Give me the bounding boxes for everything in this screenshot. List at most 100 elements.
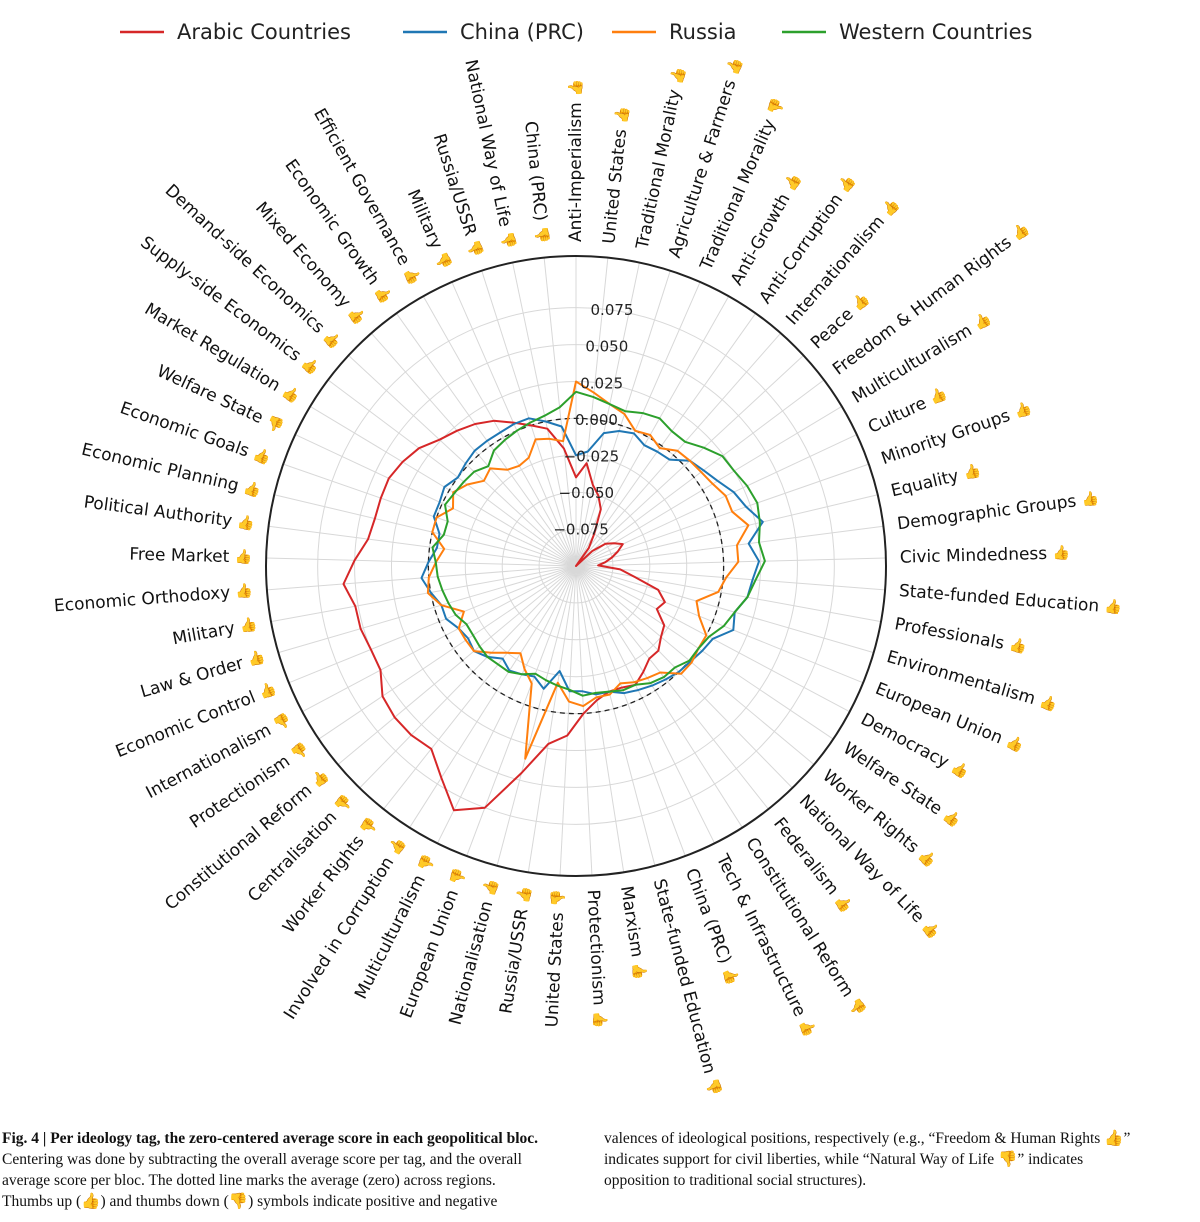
thumbs-up-icon: 👍 — [948, 758, 971, 781]
thumbs-up-icon: 👍 — [234, 548, 252, 565]
thumbs-down-icon: 👎 — [415, 852, 438, 875]
category-label: State-funded Education 👍 — [898, 581, 1122, 618]
legend-label: Arabic Countries — [177, 20, 351, 44]
thumbs-up-icon: 👍 — [940, 807, 964, 831]
category-label: Marxism 👍 — [616, 885, 650, 982]
thumbs-up-icon: 👍 — [1012, 399, 1034, 421]
category-label-text: Multiculturalism — [849, 318, 981, 408]
thumbs-up-icon: 👍 — [238, 615, 258, 635]
series-layer — [342, 380, 766, 812]
thumbs-up-icon: 👍 — [613, 106, 632, 125]
category-label-text: Culture — [865, 391, 934, 438]
thumbs-down-icon: 👎 — [465, 238, 486, 260]
grid-spoke — [436, 565, 577, 844]
category-label-group: Political Authority 👍 — [83, 492, 256, 534]
thumbs-up-icon: 👍 — [668, 66, 688, 87]
category-label-text: Economic Orthodoxy — [53, 582, 236, 616]
legend-label: China (PRC) — [460, 20, 584, 44]
grid-spoke — [274, 494, 577, 567]
grid-ring — [317, 307, 835, 825]
grid-spoke — [337, 565, 577, 765]
thumbs-up-icon: 👍 — [1052, 544, 1070, 561]
radial-tick-label: −0.075 — [553, 521, 609, 539]
category-label-group: China (PRC) 👎 — [520, 120, 553, 245]
thumbs-up-icon: 👍 — [970, 310, 994, 334]
category-label-text: Military — [171, 617, 242, 649]
thumbs-up-icon: 👍 — [246, 648, 267, 669]
grid-spoke — [288, 565, 577, 684]
thumbs-up-icon: 👍 — [372, 282, 396, 306]
thumbs-down-icon: 👎 — [432, 250, 455, 273]
category-label: Economic Control 👍 — [113, 679, 280, 762]
category-label: Demographic Groups 👍 — [896, 488, 1100, 534]
thumbs-up-icon: 👍 — [1008, 636, 1028, 656]
grid-spoke — [575, 565, 864, 684]
category-label-text: Protectionism — [583, 889, 609, 1011]
series-line — [420, 417, 764, 696]
thumbs-down-icon: 👎 — [765, 96, 788, 119]
radial-tick-label: 0.050 — [585, 338, 628, 356]
grid-spoke — [575, 379, 825, 567]
thumbs-up-icon: 👍 — [724, 56, 745, 78]
thumbs-up-icon: 👍 — [385, 835, 409, 859]
outer-frame-circle — [265, 255, 887, 877]
category-label: Political Authority 👍 — [83, 492, 256, 534]
category-label-text: Civic Mindedness — [900, 544, 1053, 568]
category-label: Professionals 👍 — [893, 614, 1028, 658]
thumbs-up-icon: 👍 — [515, 885, 534, 905]
thumbs-down-icon: 👎 — [703, 1076, 724, 1097]
thumbs-up-icon: 👍 — [1104, 598, 1123, 616]
grid-spoke — [575, 565, 769, 810]
grid-spoke — [559, 565, 577, 876]
grid-spoke — [309, 405, 577, 567]
grid-spoke — [268, 525, 577, 567]
category-label-group: Marxism 👍 — [616, 885, 650, 982]
thumbs-up-icon: 👍 — [235, 582, 254, 600]
thumbs-down-icon: 👎 — [263, 413, 286, 436]
category-label-group: State-funded Education 👍 — [898, 581, 1122, 618]
category-label: Protectionism 👍 — [583, 889, 610, 1029]
legend-label: Western Countries — [839, 20, 1033, 44]
grid-spoke — [266, 557, 577, 567]
category-label-group: Civic Mindedness 👍 — [900, 544, 1071, 568]
thumbs-down-icon: 👎 — [498, 230, 518, 251]
caption-line: Thumbs up (👍) and thumbs down (👎) symbol… — [2, 1193, 498, 1210]
category-label-text: Marxism — [616, 885, 648, 964]
category-label: United States 👎 — [542, 889, 569, 1028]
grid-spoke — [575, 405, 843, 567]
grid-spoke — [295, 434, 577, 567]
caption-line: Centering was done by subtracting the ov… — [2, 1151, 522, 1168]
category-label-group: United States 👎 — [542, 889, 569, 1028]
category-label-text: Demographic Groups — [896, 491, 1083, 535]
thumbs-down-icon: 👎 — [533, 225, 552, 244]
zero-reference-circle — [427, 417, 725, 715]
caption-line: valences of ideological positions, respe… — [604, 1130, 1131, 1147]
thumbs-up-icon: 👍 — [480, 877, 501, 898]
radial-tick-label: −0.025 — [564, 447, 620, 465]
radial-tick-label: 0.000 — [575, 411, 618, 429]
thumbs-up-icon: 👍 — [279, 383, 303, 407]
category-label: Russia/USSR 👍 — [496, 885, 536, 1016]
category-labels: Anti-Imperialism 👍United States 👍Traditi… — [53, 56, 1122, 1098]
thumbs-up-icon: 👍 — [630, 961, 649, 981]
series-line — [431, 390, 766, 697]
category-label: China (PRC) 👎 — [520, 120, 553, 245]
series-line — [342, 419, 666, 812]
thumbs-down-icon: 👎 — [845, 995, 869, 1019]
category-label-text: United States — [542, 906, 568, 1027]
category-label-text: Military — [403, 186, 449, 257]
thumbs-up-icon: 👍 — [236, 513, 255, 532]
category-label-group: Equality 👍 — [889, 462, 982, 502]
category-label-group: Professionals 👍 — [893, 614, 1028, 658]
thumbs-up-icon: 👍 — [256, 680, 279, 702]
caption-left-column: Fig. 4 | Per ideology tag, the zero-cent… — [2, 1128, 592, 1212]
category-label-group: Protectionism 👍 — [583, 889, 610, 1029]
category-label-group: Military 👍 — [171, 615, 259, 649]
category-label-text: United States — [599, 123, 631, 245]
grid-spoke — [575, 494, 878, 567]
category-label-group: Economic Control 👍 — [113, 679, 280, 762]
category-label-text: Market Regulation — [141, 299, 288, 399]
grid-spoke — [370, 332, 577, 567]
